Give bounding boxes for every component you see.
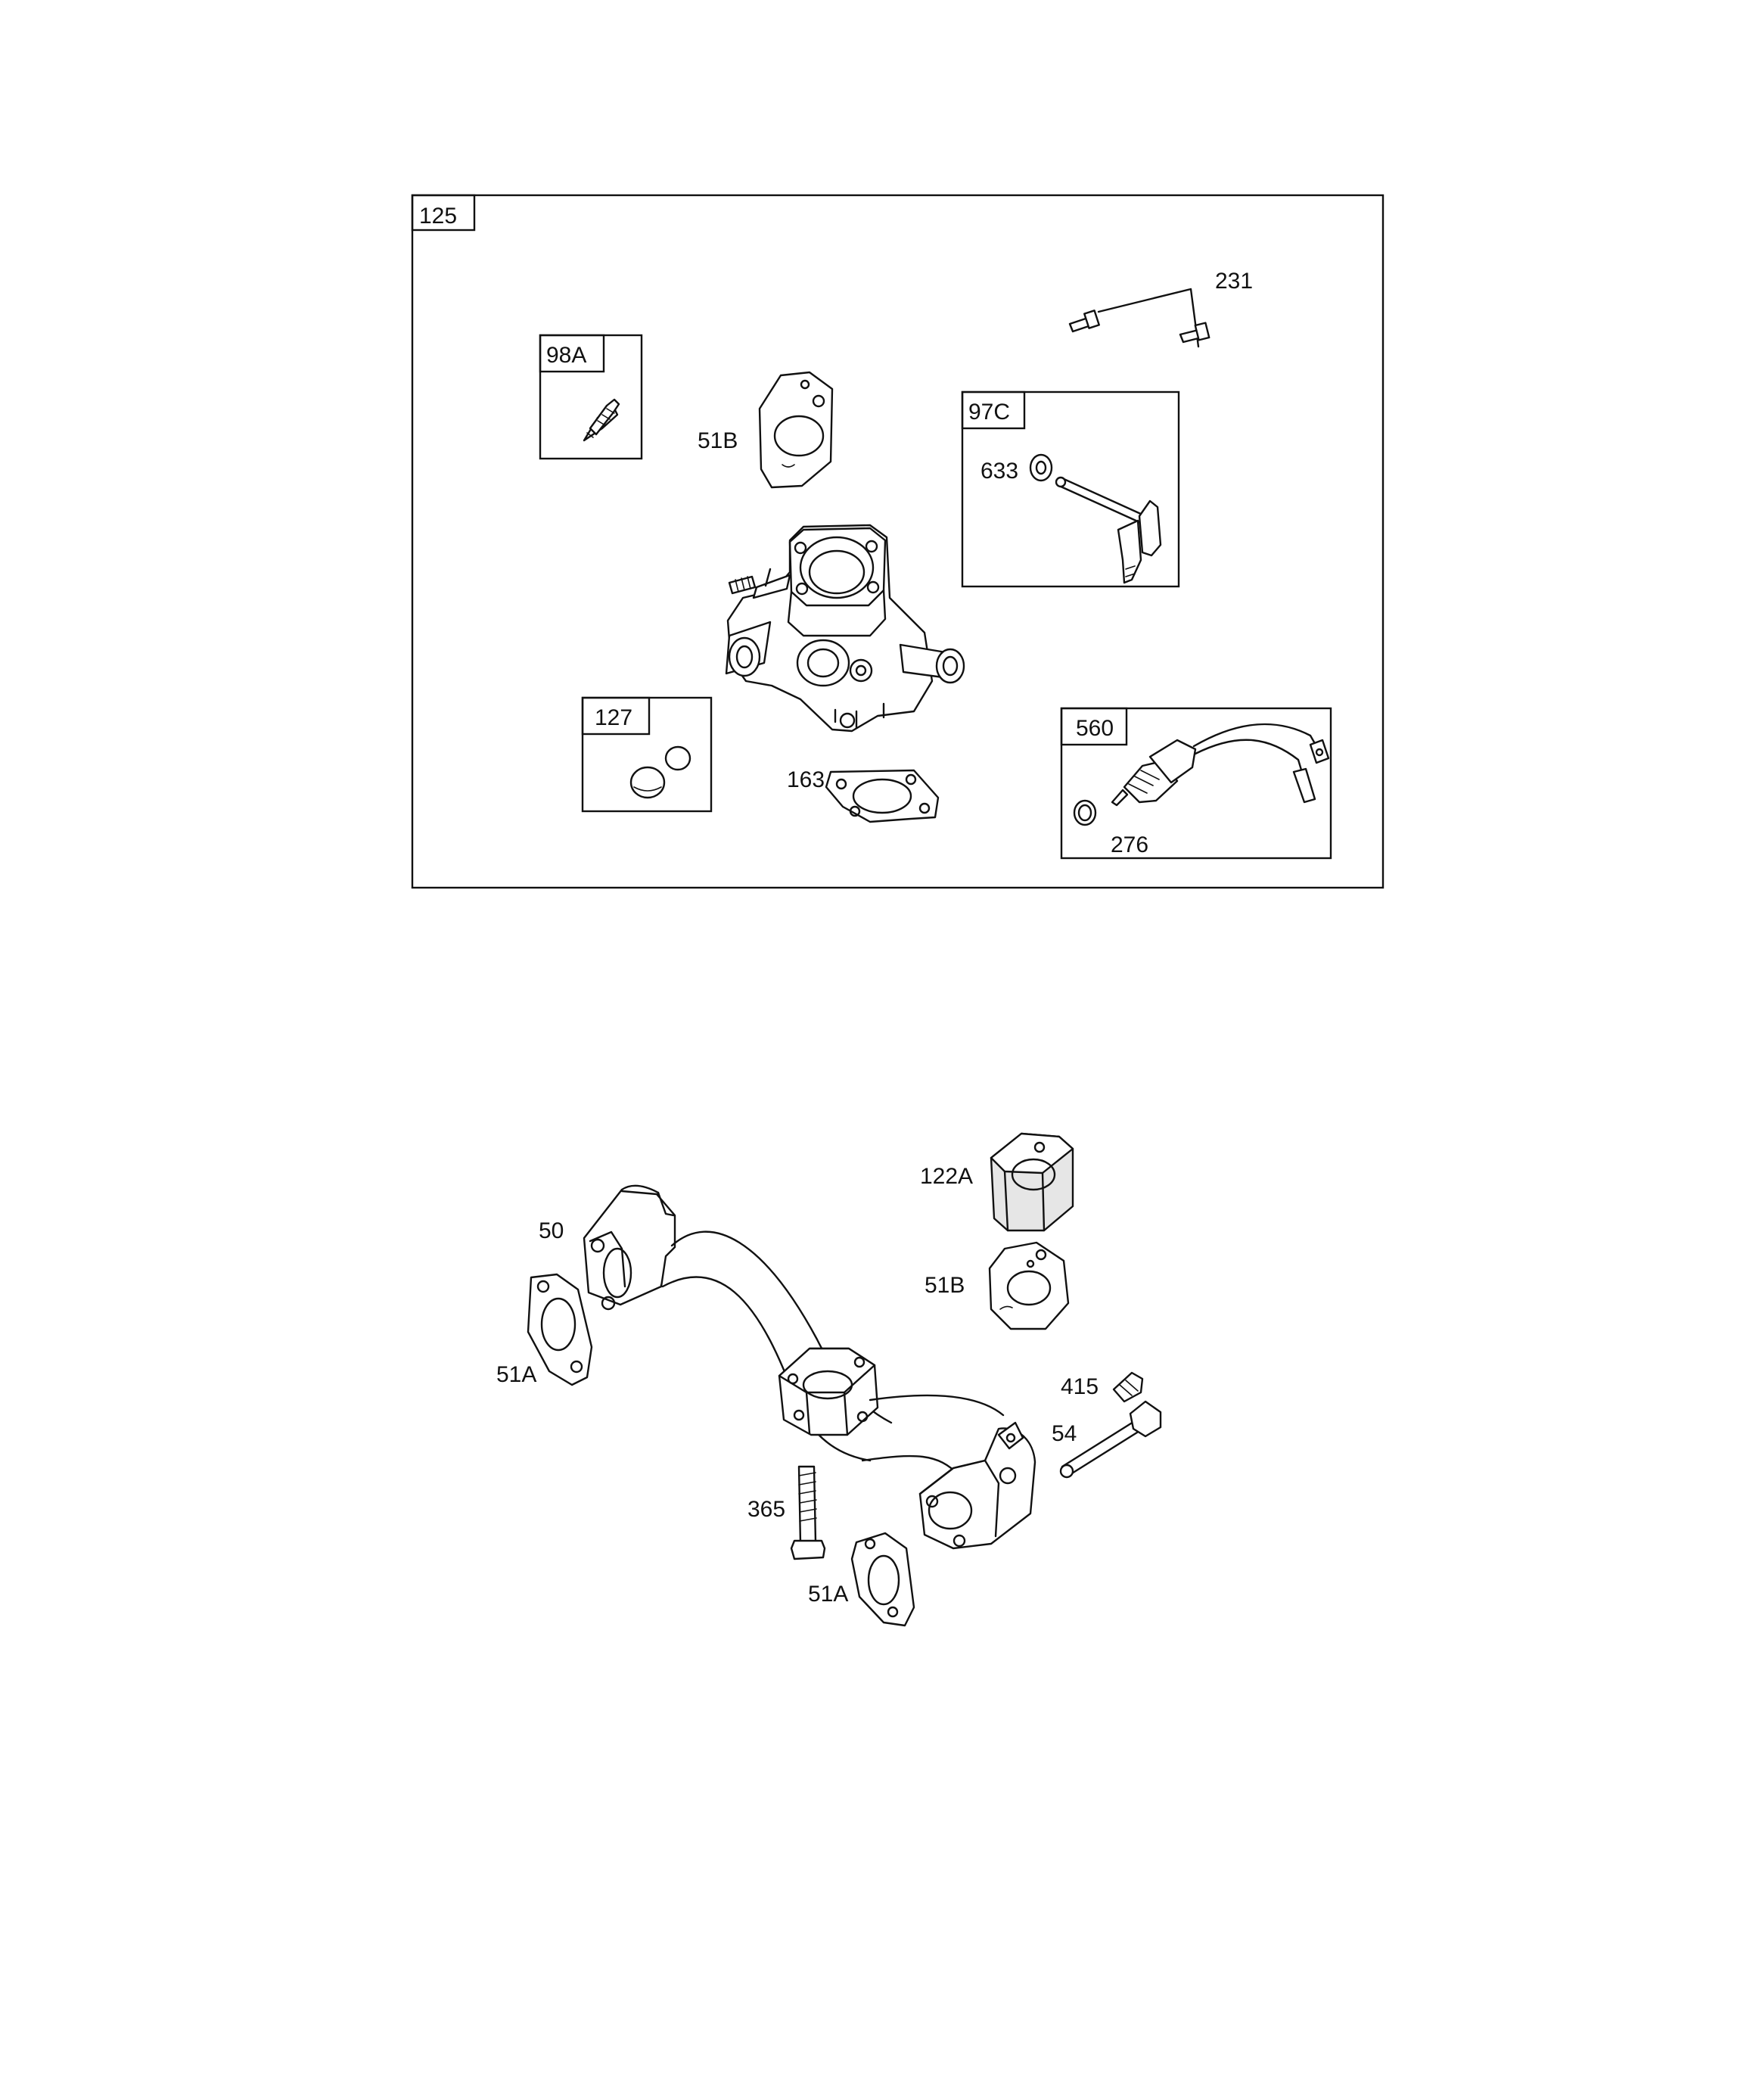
kit-560-label: 560 [1076,716,1114,741]
gasket-51a-left: 51A [496,1273,593,1387]
label-122a: 122A [920,1164,973,1189]
label-51b-bottom: 51B [925,1273,965,1298]
kit-127-tab [581,696,651,736]
kit-560: 560 276 [1060,707,1332,860]
bolt-365: 365 [747,1465,826,1560]
kit-97c: 97C 633 [961,390,1180,588]
intake-manifold-assembly: 122A 51B [496,1132,1162,1627]
gasket-51b-top: 51B [698,371,834,489]
gasket-51b-bottom: 51B [925,1241,1070,1330]
label-51b-top: 51B [698,428,738,453]
washer-633 [1029,453,1053,482]
choke-shaft [1055,476,1162,584]
screw-231-lower [1179,322,1210,344]
fuel-solenoid [1111,723,1330,807]
kit-98a-tab [539,334,605,373]
carburetor-kit-125: 125 98A 51B [411,194,1385,889]
welch-plug-large [629,766,666,799]
label-276: 276 [1111,832,1148,857]
manifold-50: 50 [539,1184,1036,1550]
label-415: 415 [1061,1374,1099,1399]
kit-98a: 98A [539,334,643,460]
plug-415: 415 [1061,1371,1144,1403]
kit-125-tab [411,194,476,232]
kit-125-label: 125 [419,204,457,229]
kit-560-frame [1060,707,1332,860]
label-51a-bottom: 51A [808,1582,848,1607]
label-633: 633 [981,459,1018,484]
label-54: 54 [1052,1421,1077,1446]
label-231: 231 [1215,269,1253,294]
gasket-51a-bottom: 51A [808,1532,915,1627]
label-50: 50 [539,1218,564,1243]
spacer-122a: 122A [920,1132,1074,1232]
label-51a-left: 51A [496,1362,536,1387]
carburetor-body [725,524,965,733]
screw-231-upper [1068,310,1100,333]
label-163: 163 [787,767,825,792]
o-ring-276 [1073,799,1097,826]
label-365: 365 [747,1497,785,1522]
welch-plug-small [664,745,691,771]
kit-97c-tab [961,390,1026,430]
bolt-54: 54 [1052,1400,1162,1479]
screws-231: 231 [1068,269,1253,348]
kit-97c-frame [961,390,1180,588]
kit-125-frame [411,194,1385,889]
kit-127-label: 127 [595,705,632,730]
gasket-163: 163 [787,767,940,823]
idle-mixture-screw [583,398,620,442]
kit-127: 127 [581,696,713,813]
kit-98a-label: 98A [546,343,586,368]
kit-97c-label: 97C [968,400,1010,425]
kit-560-tab [1060,707,1128,746]
